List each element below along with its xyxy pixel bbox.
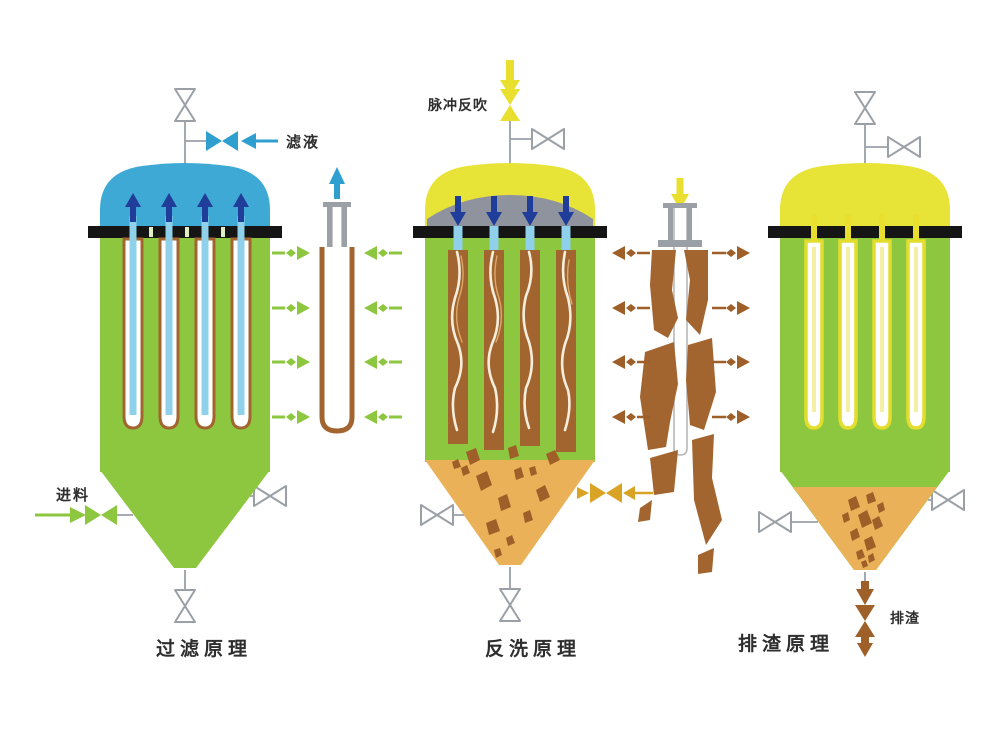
clean-candle-detail <box>272 167 402 434</box>
mounting-collar <box>658 203 702 247</box>
pulse-backflush-label: 脉冲反吹 <box>427 97 488 113</box>
tube-sheet <box>413 226 607 238</box>
vessel-cone <box>100 470 270 568</box>
filtrate-label: 滤液 <box>286 133 320 151</box>
inward-flow-arrow-icons <box>272 246 402 424</box>
up-arrow-tail <box>334 183 340 199</box>
valve-icon <box>931 489 965 511</box>
dome-gas-band <box>427 195 593 232</box>
inner-dip-tube <box>673 208 688 456</box>
valve-icon <box>758 511 792 533</box>
cone-slurry <box>793 487 937 570</box>
valve-icon <box>174 88 196 122</box>
cake-shedding-detail <box>612 178 750 574</box>
feed-flow-arrow-icon <box>35 505 117 525</box>
valve-icon <box>887 136 921 158</box>
vessel-dome <box>100 163 270 232</box>
filtrate-flow-arrow-icon <box>206 131 278 151</box>
vessel-dome <box>780 163 950 232</box>
stage-caption: 排渣原理 <box>738 632 834 655</box>
filtration-stage: 滤液 进料 过滤原理 <box>35 88 320 660</box>
cake-crack-streaks <box>455 255 573 343</box>
pipe-lines <box>791 124 932 581</box>
cake-cracks <box>450 250 572 434</box>
up-arrow-icon <box>329 167 345 184</box>
discharge-stage: 排渣 排渣原理 <box>738 91 965 657</box>
filter-candles <box>122 237 252 430</box>
outward-flow-arrow-icons <box>612 246 750 424</box>
mounting-collar <box>323 202 351 247</box>
backwash-stage: 脉冲反吹 反洗原理 <box>413 60 653 660</box>
valve-icon <box>499 588 521 622</box>
valve-icon <box>854 91 876 125</box>
valve-icon <box>253 485 287 507</box>
feed-label: 进料 <box>56 486 90 504</box>
slag-label: 排渣 <box>890 610 920 626</box>
pulse-arrow-tail <box>506 60 514 81</box>
vessel-cone <box>425 460 595 565</box>
drain-flow-arrow-icon <box>577 483 653 503</box>
pulse-down-arrow-icon <box>500 80 520 96</box>
stage-caption: 反洗原理 <box>485 637 581 660</box>
falling-cake-chunks <box>452 445 560 558</box>
valve-icon <box>174 589 196 623</box>
down-arrow-icon <box>671 194 689 210</box>
pulse-arrow-tail <box>676 178 684 195</box>
valve-icon <box>531 128 565 150</box>
clean-candles <box>804 239 926 430</box>
cracked-cake-pieces <box>638 250 722 574</box>
tube-sheet-gaps <box>149 227 225 237</box>
valve-icon <box>420 504 454 526</box>
pipe-lines <box>453 121 532 589</box>
stage-caption: 过滤原理 <box>156 638 252 660</box>
pipe-lines <box>116 121 256 590</box>
slag-discharge-arrow-icon <box>855 581 875 657</box>
pulse-valve-icon <box>500 89 520 121</box>
candle-tube <box>319 247 355 434</box>
tube-sheet <box>768 226 962 238</box>
